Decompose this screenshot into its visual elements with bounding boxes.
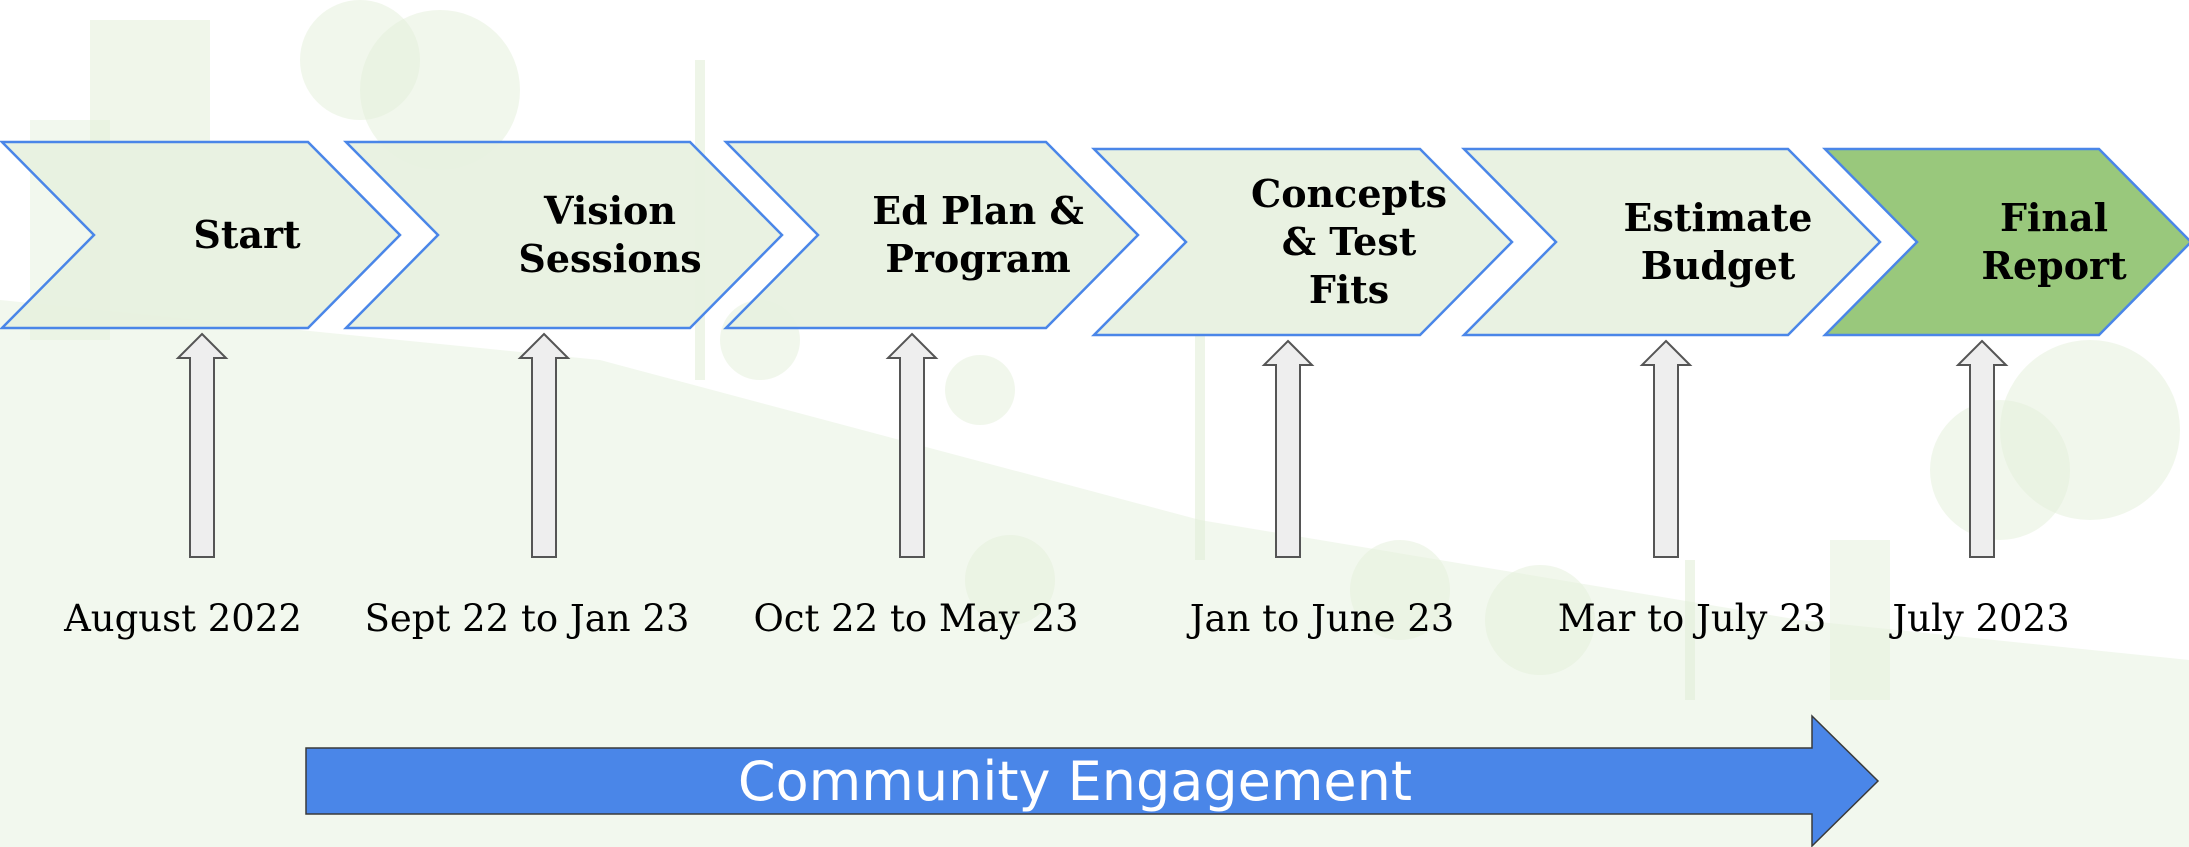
- stage-chevron: Start: [0, 140, 402, 330]
- stage-dates: August 2022 Sept 22 to Jan 23 Oct 22 to Ma…: [63, 597, 2070, 640]
- chevron-shape: [723, 140, 1140, 330]
- stage-label-line: Fits: [1309, 267, 1389, 312]
- stage-label-line: Vision: [543, 188, 676, 233]
- background-tree: [300, 0, 420, 120]
- stage-label-line: Program: [885, 236, 1070, 281]
- background-tree: [965, 535, 1055, 625]
- stage-label-line: & Test: [1282, 219, 1417, 264]
- background-tree: [1485, 565, 1595, 675]
- up-arrow: [1261, 339, 1315, 558]
- stage-label-line: Budget: [1641, 243, 1796, 288]
- stage-label-line: Start: [193, 212, 301, 257]
- stage-chevron: Ed Plan &Program: [723, 140, 1140, 330]
- stage-date: Jan to June 23: [1186, 597, 1455, 640]
- banner-arrow: [305, 714, 1880, 847]
- stage-label-line: Ed Plan &: [872, 188, 1084, 233]
- up-arrow: [175, 332, 229, 558]
- community-engagement-banner: Community Engagement: [305, 714, 1880, 847]
- background-building: [1830, 540, 1890, 700]
- stage-date: August 2022: [63, 597, 302, 640]
- stage-label-line: Concepts: [1251, 171, 1447, 216]
- stage-date: Mar to July 23: [1558, 597, 1827, 640]
- background-tree: [945, 355, 1015, 425]
- chevron-shape: [343, 140, 784, 330]
- chevron-shape: [0, 140, 402, 330]
- stage-date: Sept 22 to Jan 23: [365, 597, 690, 640]
- banner-label: Community Engagement: [738, 750, 1412, 813]
- up-arrow: [885, 332, 939, 558]
- chevron-shape: [1461, 147, 1882, 337]
- up-arrow: [1639, 339, 1693, 558]
- stage-label-line: Final: [2000, 195, 2108, 240]
- background-tree: [1930, 400, 2070, 540]
- background-tree: [1350, 540, 1450, 640]
- stage-label-line: Sessions: [518, 236, 701, 281]
- stage-label-line: Estimate: [1624, 195, 1813, 240]
- stage-arrows: [175, 332, 2009, 558]
- stage-date: Oct 22 to May 23: [753, 597, 1078, 640]
- chevron-shape: [1822, 147, 2189, 337]
- stage-date: July 2023: [1888, 597, 2069, 640]
- stage-label-line: Report: [1981, 243, 2127, 288]
- chevron-shape: [1091, 147, 1514, 337]
- up-arrow: [517, 332, 571, 558]
- up-arrow: [1955, 339, 2009, 558]
